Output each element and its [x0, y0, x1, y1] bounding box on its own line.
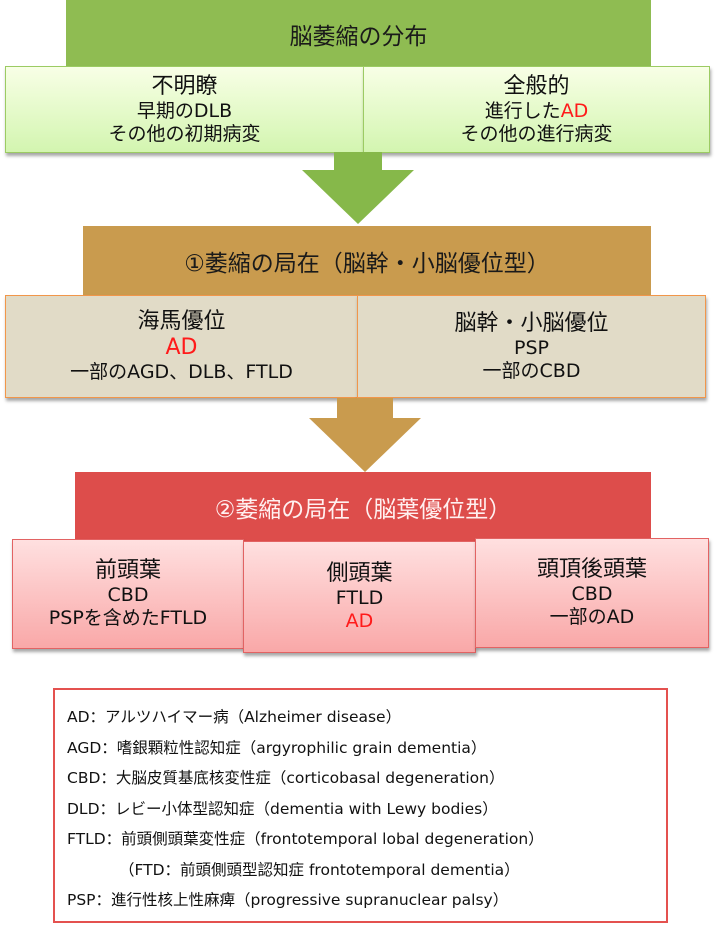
down-arrow-icon	[302, 152, 414, 224]
box-temporal-lobe: 側頭葉 FTLD AD	[243, 541, 476, 653]
level2-title: ②萎縮の局在（脳葉優位型）	[214, 496, 512, 523]
box-brainstem-cerebellum: 脳幹・小脳優位 PSP 一部のCBD	[357, 295, 706, 398]
legend-entry-ftld: FTLD：前頭側頭葉変性症（frontotemporal lobal degen…	[67, 830, 544, 848]
box-line: 一部のCBD	[482, 359, 581, 382]
main-title: 脳萎縮の分布	[289, 23, 428, 50]
legend-entry-cbd: CBD：大脳皮質基底核変性症（corticobasal degeneration…	[67, 769, 505, 787]
down-arrow-icon	[309, 398, 421, 472]
box-line: PSP	[514, 336, 549, 359]
legend-entry-ad: AD：アルツハイマー病（Alzheimer disease）	[67, 708, 402, 726]
box-line: その他の初期病変	[108, 122, 261, 145]
box-line: その他の進行病変	[460, 122, 613, 145]
level1-header: ①萎縮の局在（脳幹・小脳優位型）	[83, 226, 651, 296]
box-title: 海馬優位	[137, 308, 226, 334]
box-line: 一部のAGD、DLB、FTLD	[70, 361, 293, 384]
box-title: 不明瞭	[151, 73, 218, 99]
box-line: CBD	[107, 584, 149, 607]
box-unclear: 不明瞭 早期のDLB その他の初期病変	[5, 66, 364, 153]
main-title-header: 脳萎縮の分布	[66, 0, 651, 67]
box-line: 進行したAD	[485, 100, 589, 123]
legend-entry-agd: AGD：嗜銀顆粒性認知症（argyrophilic grain dementia…	[67, 738, 487, 757]
box-title: 全般的	[503, 73, 570, 99]
box-title: 脳幹・小脳優位	[454, 310, 609, 336]
highlight-ad: AD	[560, 99, 589, 122]
legend-entry-dld: DLD：レビー小体型認知症（dementia with Lewy bodies）	[67, 799, 498, 818]
highlight-ad: AD	[165, 335, 198, 361]
box-title: 側頭葉	[326, 561, 393, 586]
box-general: 全般的 進行したAD その他の進行病変	[363, 66, 710, 153]
box-frontal-lobe: 前頭葉 CBD PSPを含めたFTLD	[12, 539, 244, 649]
box-hippocampus: 海馬優位 AD 一部のAGD、DLB、FTLD	[5, 295, 358, 398]
box-title: 前頭葉	[94, 558, 161, 583]
box-line-prefix: 進行した	[484, 99, 561, 122]
box-line: CBD	[571, 583, 613, 606]
highlight-ad: AD	[345, 610, 374, 633]
level1-title: ①萎縮の局在（脳幹・小脳優位型）	[184, 251, 550, 277]
box-parieto-occipital-lobe: 頭頂後頭葉 CBD 一部のAD	[475, 538, 709, 648]
legend-entry-psp: PSP：進行性核上性麻痺（progressive supranuclear pa…	[67, 891, 509, 909]
box-line: 一部のAD	[549, 606, 635, 629]
box-line: FTLD	[335, 587, 384, 610]
abbreviation-legend: AD：アルツハイマー病（Alzheimer disease） AGD：嗜銀顆粒性…	[53, 688, 668, 923]
box-line: 早期のDLB	[136, 99, 233, 122]
legend-entry-ftd: （FTD：前頭側頭型認知症 frontotemporal dementia）	[119, 860, 520, 879]
level2-header: ②萎縮の局在（脳葉優位型）	[75, 472, 651, 541]
box-line: PSPを含めたFTLD	[48, 607, 208, 630]
box-title: 頭頂後頭葉	[536, 557, 647, 582]
